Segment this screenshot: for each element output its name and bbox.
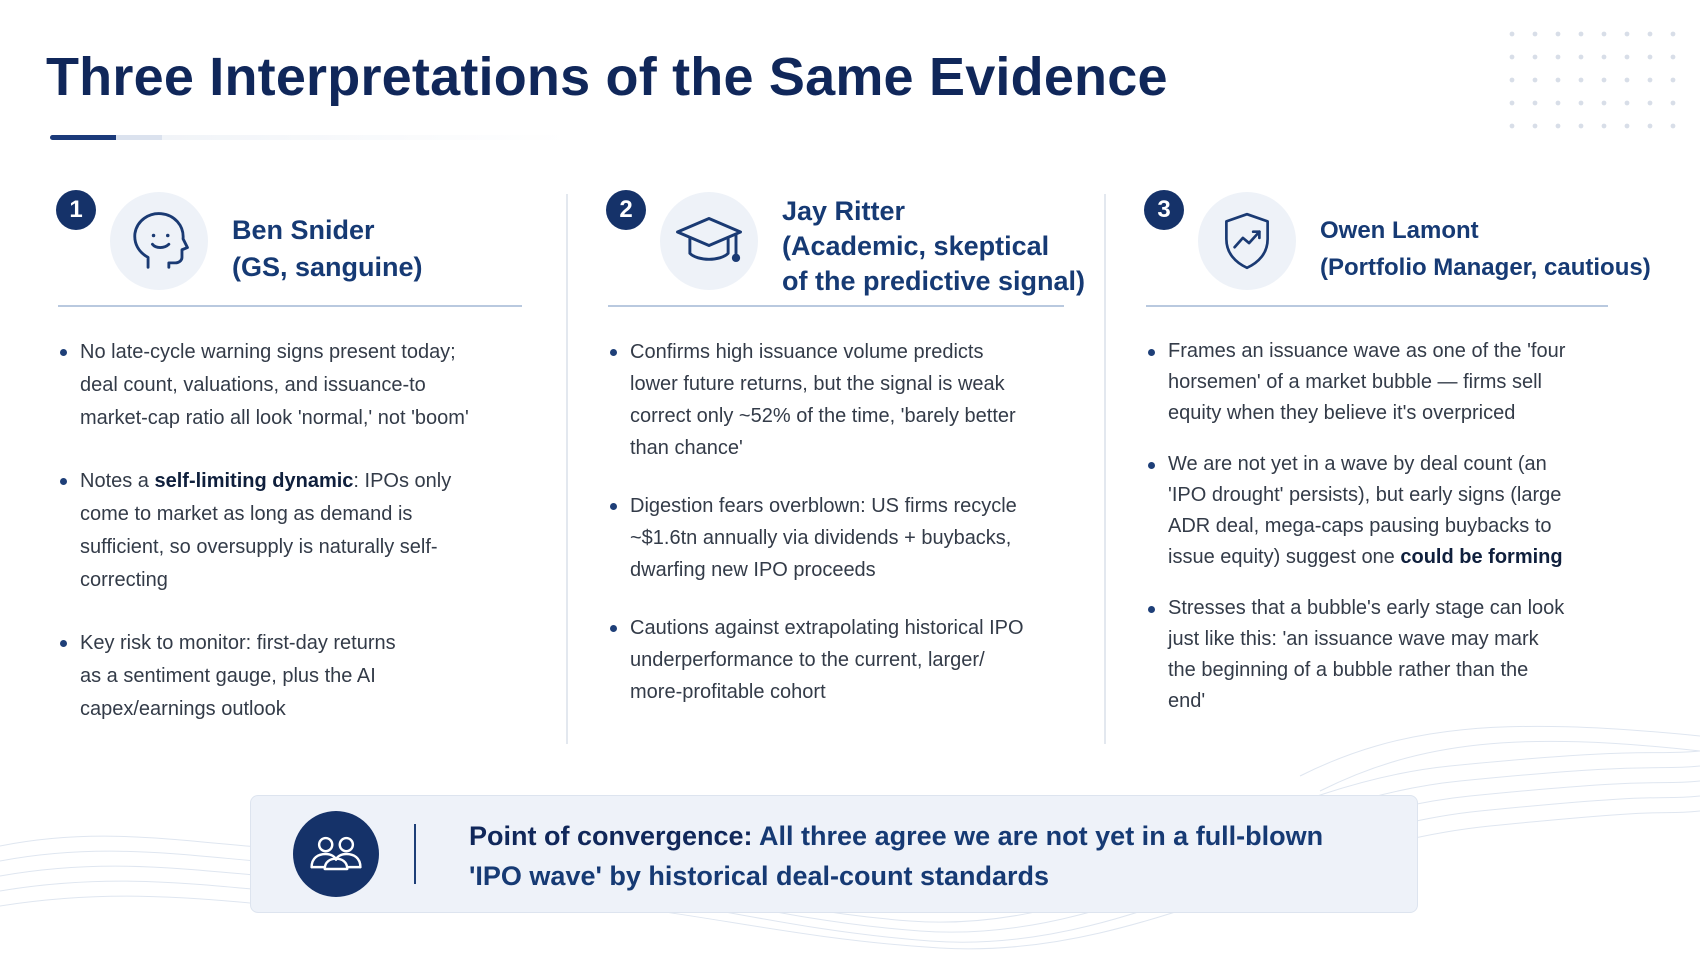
bullet-item: Frames an issuance wave as one of the 'f…	[1146, 336, 1566, 429]
bullet-item: Stresses that a bubble's early stage can…	[1146, 593, 1566, 717]
convergence-statement: Point of convergence: All three agree we…	[469, 816, 1323, 896]
head-smile-icon	[133, 212, 189, 269]
bullet-item: We are not yet in a wave by deal count (…	[1146, 449, 1566, 573]
bullet-item: Confirms high issuance volume predicts l…	[608, 336, 1028, 464]
interpretation-column-jay-ritter: 2 Jay Ritter (Academic, skeptical of the…	[606, 186, 1085, 746]
slide-title: Three Interpretations of the Same Eviden…	[46, 47, 1168, 107]
bullet-item: No late-cycle warning signs present toda…	[58, 336, 498, 435]
dot-grid-decoration	[1509, 31, 1676, 129]
name-line: Ben Snider	[232, 215, 375, 245]
title-underline	[50, 135, 568, 140]
number-badge: 3	[1144, 190, 1184, 230]
icon-badge	[1198, 192, 1296, 290]
number-badge: 1	[56, 190, 96, 230]
bullet-list: Frames an issuance wave as one of the 'f…	[1146, 336, 1566, 737]
name-line: of the predictive signal)	[782, 266, 1086, 296]
name-line: Owen Lamont	[1320, 217, 1479, 244]
person-name-heading: Jay Ritter (Academic, skeptical of the p…	[782, 194, 1085, 299]
person-name-heading: Owen Lamont (Portfolio Manager, cautious…	[1320, 212, 1651, 286]
bullet-list: Confirms high issuance volume predicts l…	[608, 336, 1028, 734]
convergence-icon-badge	[293, 811, 379, 897]
people-group-icon	[310, 836, 362, 871]
column-divider	[1104, 194, 1106, 744]
bullet-item: Digestion fears overblown: US firms recy…	[608, 490, 1028, 586]
convergence-panel: Point of convergence: All three agree we…	[250, 795, 1418, 913]
bullet-item: Cautions against extrapolating historica…	[608, 612, 1028, 708]
convergence-line-2: 'IPO wave' by historical deal-count stan…	[469, 861, 1049, 891]
interpretation-column-owen-lamont: 3 Owen Lamont (Portfolio Manager, cautio…	[1144, 186, 1651, 746]
icon-badge	[660, 192, 758, 290]
header-rule	[608, 305, 1064, 307]
shield-chart-icon	[1225, 212, 1269, 270]
number-badge: 2	[606, 190, 646, 230]
bullet-item: Key risk to monitor: first-day returns a…	[58, 627, 498, 726]
icon-badge	[110, 192, 208, 290]
name-line: (GS, sanguine)	[232, 252, 423, 282]
convergence-label: Point of convergence:	[469, 821, 753, 851]
person-name-heading: Ben Snider (GS, sanguine)	[232, 212, 423, 286]
convergence-line-1: Point of convergence: All three agree we…	[469, 821, 1324, 851]
graduation-cap-icon	[676, 217, 742, 263]
column-divider	[566, 194, 568, 744]
bullet-item: Notes a self-limiting dynamic: IPOs only…	[58, 465, 498, 597]
name-line: Jay Ritter	[782, 196, 906, 226]
header-rule	[1146, 305, 1608, 307]
header-rule	[58, 305, 522, 307]
interpretation-column-ben-snider: 1 Ben Snider (GS, sanguine) No late-cycl…	[56, 186, 526, 746]
convergence-separator	[414, 824, 416, 884]
name-line: (Portfolio Manager, cautious)	[1320, 254, 1651, 281]
bullet-list: No late-cycle warning signs present toda…	[58, 336, 498, 756]
name-line: (Academic, skeptical	[782, 231, 1050, 261]
